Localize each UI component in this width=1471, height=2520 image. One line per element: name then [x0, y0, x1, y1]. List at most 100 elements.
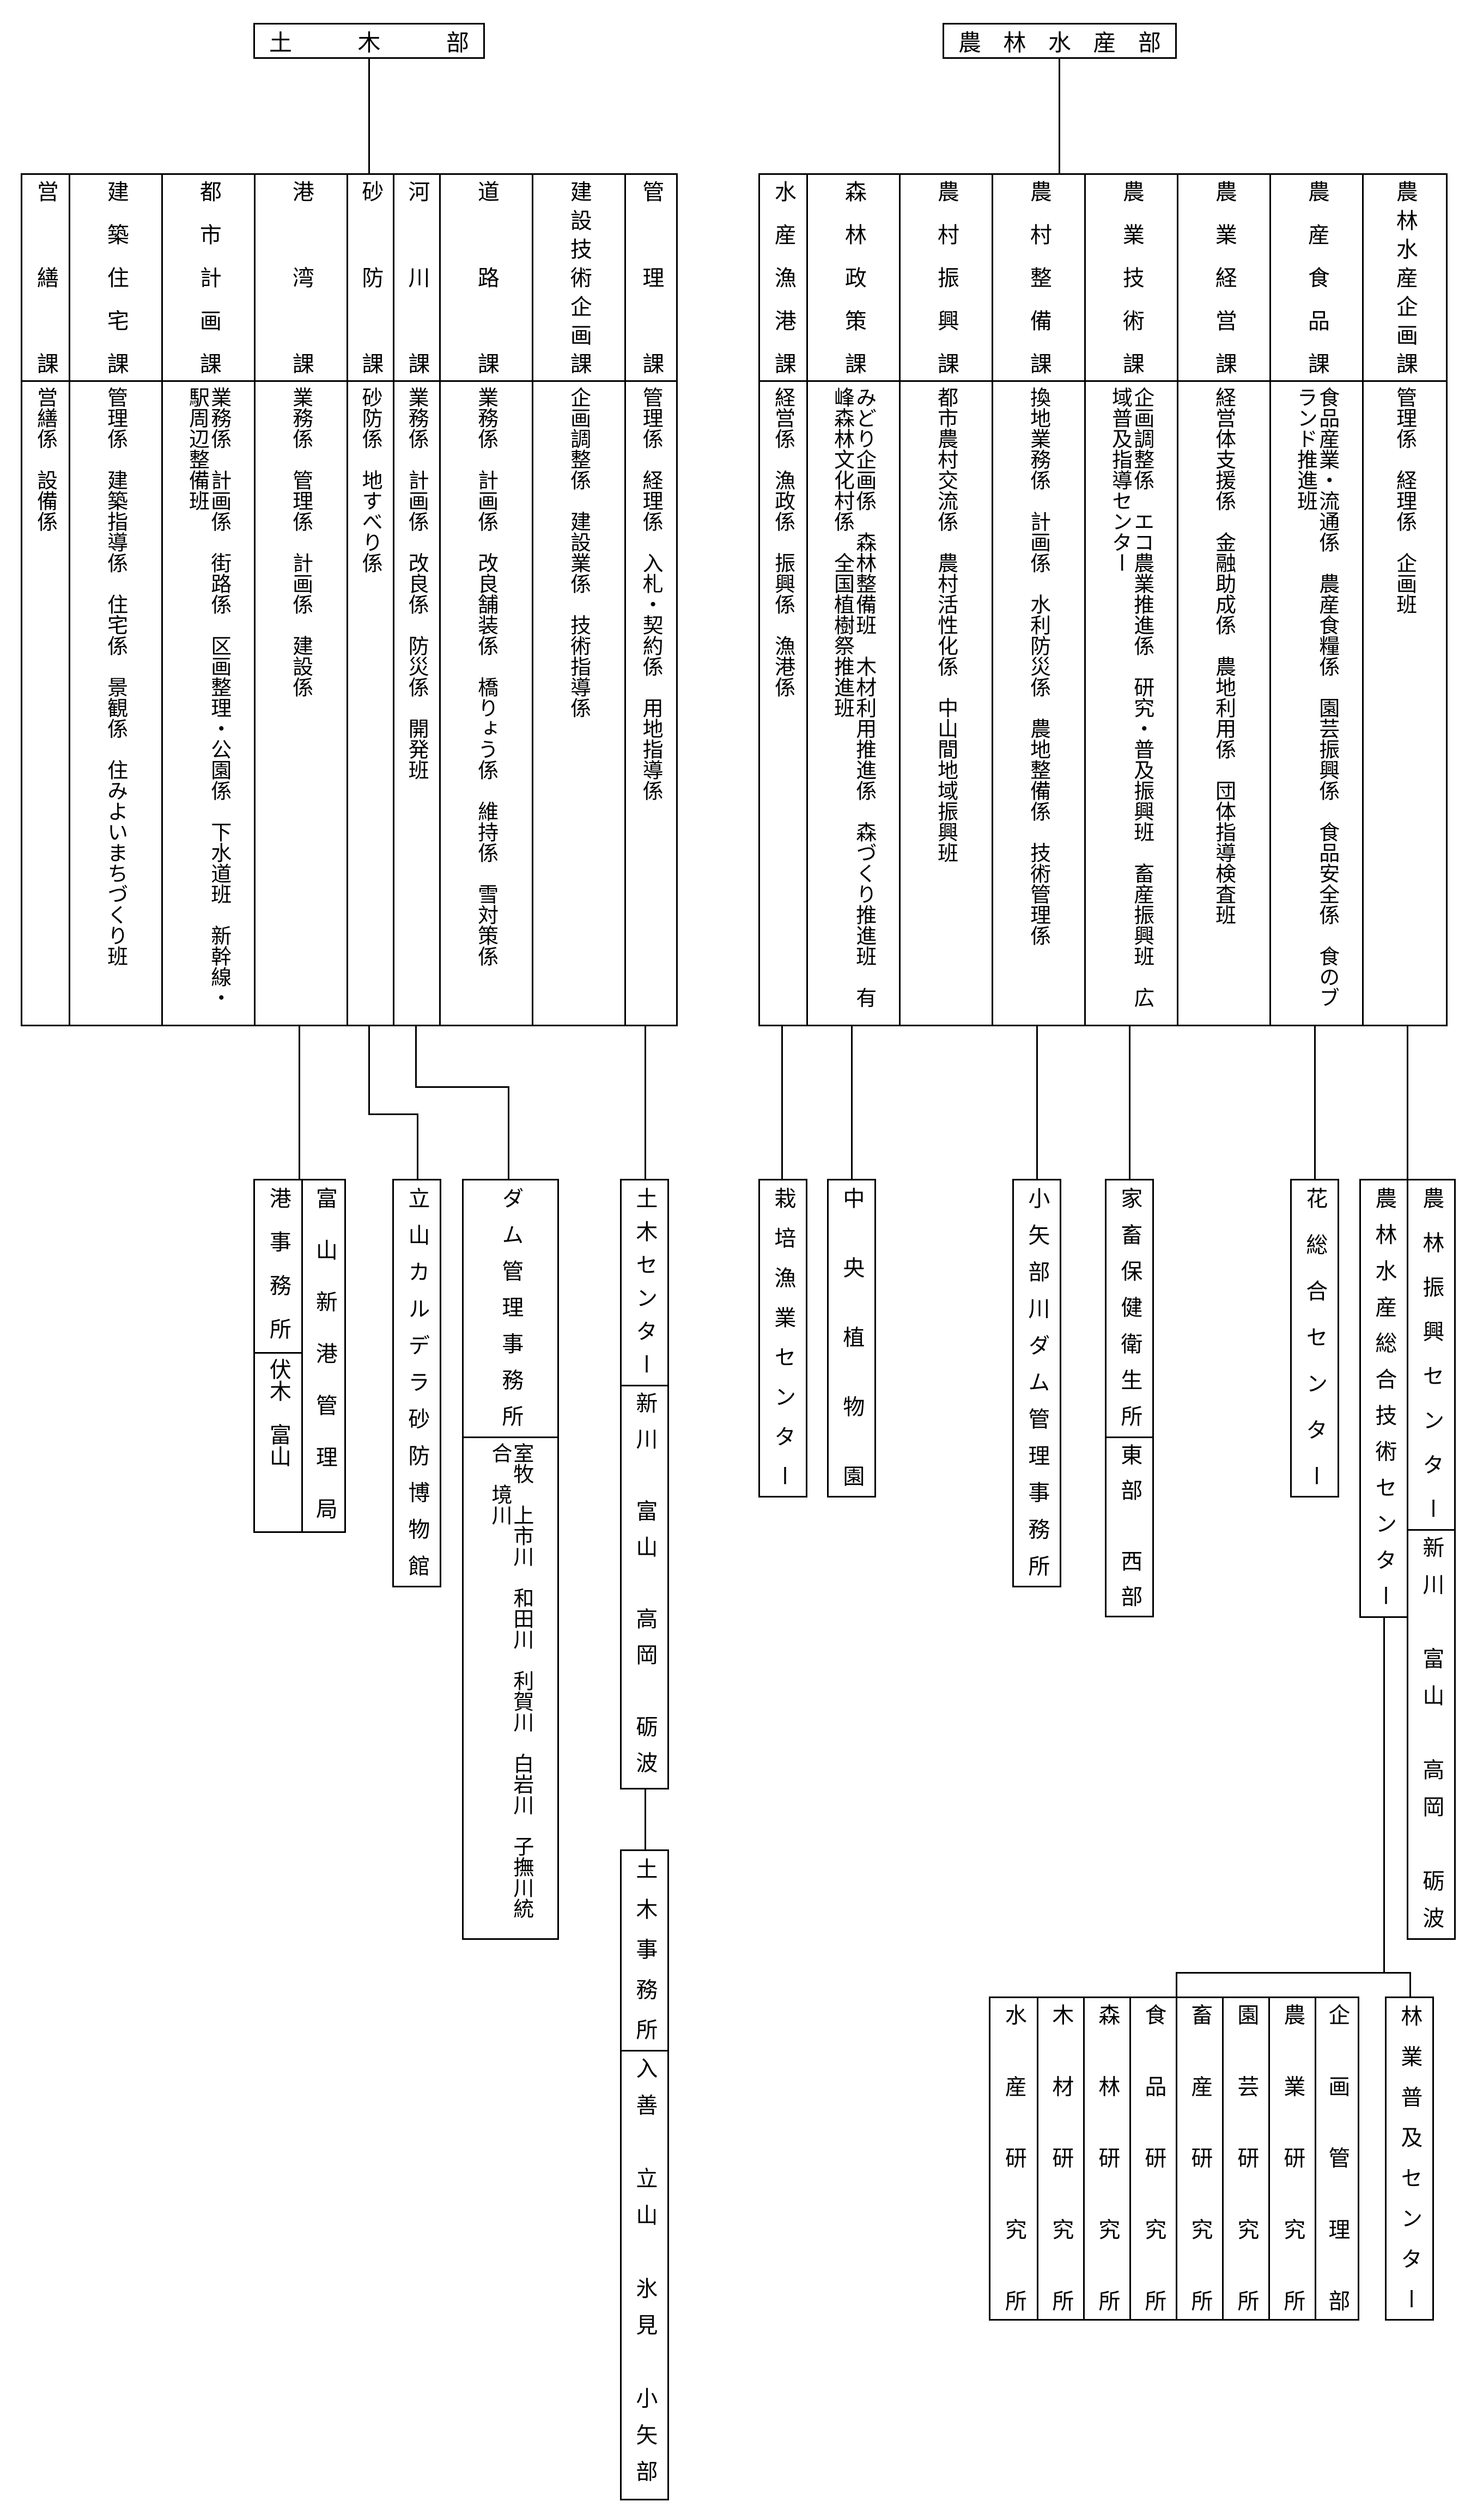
outpost-doboku-center: 土木センター 新川 富山 高岡 砺波: [620, 1179, 669, 1789]
norin-section: 農林水産企画課 管理係 経理係 企画班: [1362, 175, 1446, 1025]
outpost-caldera-museum: 立山カルデラ砂防博物館: [392, 1179, 441, 1587]
outpost-branches: 伏木 富山: [265, 1358, 291, 1467]
connector: [368, 1026, 370, 1113]
outpost-agri-tech-center: 農林水産総合技術センター: [1359, 1179, 1408, 1618]
section-name: 農村振興課: [933, 180, 959, 374]
norin-section: 森林政策課 みどり企画係 森林整備班 木材利用推進係 森づくり推進班 有峰森林文…: [806, 175, 899, 1025]
lab: 食品研究所: [1129, 1998, 1176, 2319]
section-name: 都市計画課: [196, 180, 221, 374]
connector: [1036, 1026, 1038, 1179]
connector: [508, 1086, 509, 1179]
connector: [781, 1026, 783, 1179]
connector: [368, 1113, 418, 1115]
doboku-section: 建設技術企画課 企画調整係 建設業係 技術指導係: [532, 175, 624, 1025]
section-name: 管理課: [639, 180, 664, 374]
section-subs: 業務係 計画係 改良舗装係 橋りょう係 維持係 雪対策係: [474, 387, 499, 966]
outpost-flower-center: 花総合センター: [1290, 1179, 1339, 1498]
section-subs: みどり企画係 森林整備班 木材利用推進係 森づくり推進班 有峰森林文化村係 全国…: [830, 387, 877, 1008]
outpost-branches: 新川 富山 高岡 砺波: [1419, 1536, 1444, 1928]
section-subs: 業務係 計画係 街路係 区画整理・公園係 下水道班 新幹線・駅周辺整備班: [185, 387, 232, 1008]
outpost-botanic-garden: 中央植物園: [827, 1179, 876, 1498]
outpost-name: 農林水産総合技術センター: [1371, 1187, 1397, 1606]
lab: 水産研究所: [990, 1998, 1037, 2319]
section-name: 河川課: [404, 180, 430, 374]
doboku-title-char-1: 土: [269, 29, 293, 56]
section-subs: 企画調整係 エコ農業推進係 研究・普及振興班 畜産振興班 広域普及指導センター: [1108, 387, 1154, 1008]
connector: [299, 1026, 300, 1179]
connector: [645, 1026, 646, 1179]
outpost-branches: 室牧 上市川 和田川 利賀川 白岩川 子撫川統合 境川: [488, 1442, 534, 1919]
norin-section: 農産食品課 食品産業・流通係 農産食糧係 園芸振興係 食品安全係 食のブランド推…: [1269, 175, 1362, 1025]
doboku-title-char-2: 木: [357, 29, 381, 56]
outpost-name: 栽培漁業センター: [770, 1187, 796, 1487]
section-name: 建築住宅課: [103, 180, 129, 374]
connector: [1383, 1618, 1385, 1972]
connector: [415, 1026, 417, 1086]
outpost-port-office: 港事務所 伏木 富山 富山新港管理局: [253, 1179, 346, 1533]
outpost-dam-office: ダム管理事務所 室牧 上市川 和田川 利賀川 白岩川 子撫川統合 境川: [462, 1179, 559, 1940]
outpost-name: 花総合センター: [1302, 1187, 1328, 1487]
doboku-section: 管理課 管理係 経理係 入札・契約係 用地指導係: [624, 175, 676, 1025]
section-name: 水産漁港課: [770, 180, 796, 374]
doboku-section: 営繕課 営繕係 設備係: [22, 175, 69, 1025]
lab-name: 水産研究所: [1001, 2004, 1026, 2311]
outpost-branches: 東部 西部: [1117, 1444, 1142, 1607]
doboku-section: 砂防課 砂防係 地すべり係: [347, 175, 393, 1025]
section-name: 森林政策課: [841, 180, 866, 374]
section-name: 港湾課: [288, 180, 314, 374]
norin-title-char-4: 産: [1093, 29, 1116, 56]
outpost-name: 港事務所: [265, 1187, 291, 1340]
outpost-doboku-office: 土木事務所 入善 立山 氷見 小矢部: [620, 1849, 669, 2500]
outpost-livestock-hygiene: 家畜保健衛生所 東部 西部: [1105, 1179, 1154, 1617]
section-subs: 管理係 建築指導係 住宅係 景観係 住みよいまちづくり班: [104, 387, 128, 966]
norin-section: 農業経営課 経営体支援係 金融助成係 農地利用係 団体指導検査班: [1177, 175, 1269, 1025]
section-subs: 砂防係 地すべり係: [358, 387, 383, 573]
lab: 農業研究所: [1268, 1998, 1315, 2319]
section-subs: 業務係 計画係 改良係 防災係 開発班: [405, 387, 429, 780]
section-name: 営繕課: [33, 180, 58, 374]
norin-title-char-1: 農: [958, 29, 982, 56]
lab-name: 農業研究所: [1280, 2004, 1305, 2311]
connector: [415, 1086, 509, 1088]
norin-title-char-2: 林: [1003, 29, 1026, 56]
norin-section: 水産漁港課 経営係 漁政係 振興係 漁港係: [760, 175, 806, 1025]
doboku-section: 都市計画課 業務係 計画係 街路係 区画整理・公園係 下水道班 新幹線・駅周辺整…: [161, 175, 254, 1025]
connector: [1314, 1026, 1316, 1179]
section-subs: 都市農村交流係 農村活性化係 中山間地域振興班: [934, 387, 958, 863]
norin-section: 農村振興課 都市農村交流係 農村活性化係 中山間地域振興班: [899, 175, 992, 1025]
lab-name: 園芸研究所: [1233, 2004, 1259, 2311]
section-subs: 経営係 漁政係 振興係 漁港係: [771, 387, 795, 697]
outpost-name: 小矢部川ダム管理事務所: [1024, 1187, 1050, 1576]
section-name: 農村整備課: [1026, 180, 1051, 374]
outpost-name: 農林振興センター: [1419, 1187, 1444, 1519]
lab: 企画管理部: [1315, 1998, 1358, 2319]
section-name: 建設技術企画課: [566, 180, 592, 374]
lab: 木材研究所: [1037, 1998, 1083, 2319]
lab-name: 木材研究所: [1048, 2004, 1074, 2311]
outpost-name: 家畜保健衛生所: [1117, 1187, 1142, 1427]
connector: [1129, 1026, 1130, 1179]
norin-sections-table: 水産漁港課 経営係 漁政係 振興係 漁港係 森林政策課 みどり企画係 森林整備班…: [758, 173, 1448, 1026]
doboku-title-char-3: 部: [446, 29, 469, 56]
lab-name: 畜産研究所: [1187, 2004, 1213, 2311]
lab-name: 企画管理部: [1324, 2004, 1350, 2311]
section-subs: 業務係 管理係 計画係 建設係: [289, 387, 313, 697]
doboku-section: 建築住宅課 管理係 建築指導係 住宅係 景観係 住みよいまちづくり班: [69, 175, 161, 1025]
outpost-branches: 新川 富山 高岡 砺波: [632, 1392, 658, 1773]
norin-section: 農村整備課 換地業務係 計画係 水利防災係 農地整備係 技術管理係: [992, 175, 1084, 1025]
doboku-title-box: 土 木 部: [253, 23, 485, 59]
section-subs: 経営体支援係 金融助成係 農地利用係 団体指導検査班: [1212, 387, 1236, 925]
outpost-oyabe-dam-office: 小矢部川ダム管理事務所: [1012, 1179, 1061, 1587]
outpost-name: 土木事務所: [632, 1858, 658, 2040]
norin-connector: [1059, 59, 1060, 173]
doboku-connector: [368, 59, 370, 173]
connector: [1176, 1972, 1177, 1996]
lab: 森林研究所: [1083, 1998, 1129, 2319]
connector: [417, 1113, 418, 1179]
connector: [1176, 1972, 1411, 1974]
outpost-norin-promotion-center: 農林振興センター 新川 富山 高岡 砺波: [1407, 1179, 1456, 1940]
section-name: 農産食品課: [1304, 180, 1329, 374]
outpost-name: 土木センター: [632, 1187, 658, 1375]
outpost-fish-farming-center: 栽培漁業センター: [758, 1179, 807, 1498]
outpost-name: ダム管理事務所: [498, 1187, 524, 1427]
